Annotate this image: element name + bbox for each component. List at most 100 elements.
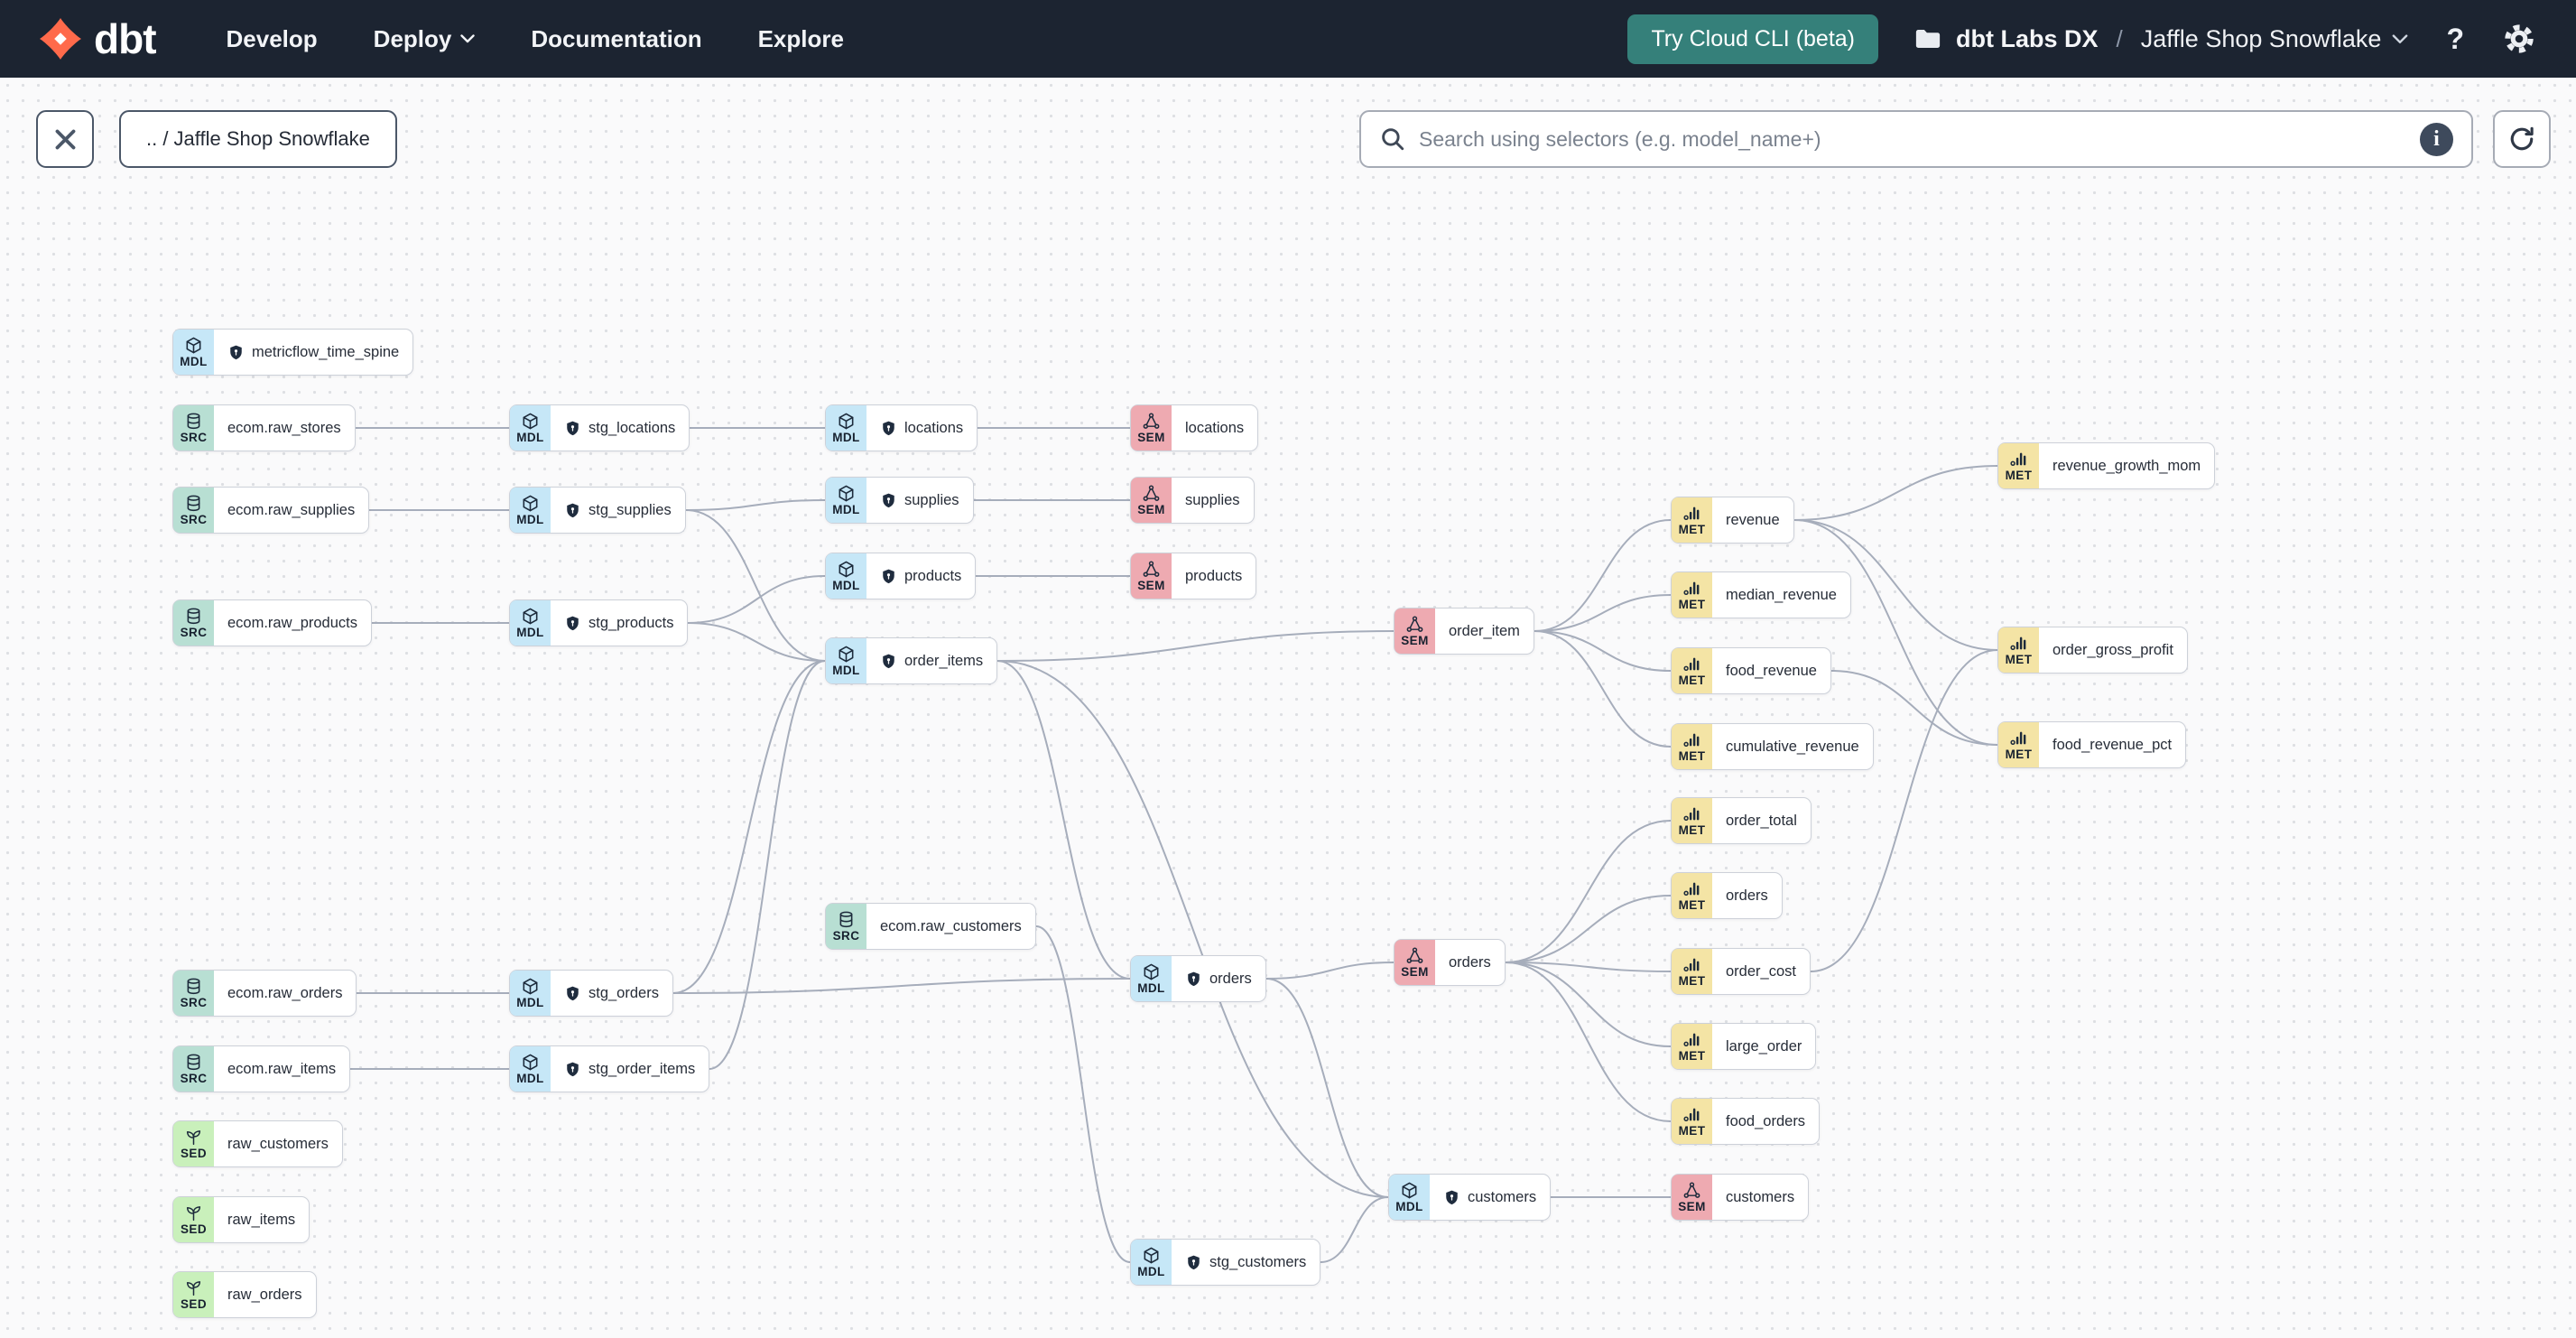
try-cloud-cli-button[interactable]: Try Cloud CLI (beta) <box>1627 14 1879 64</box>
menu-item-deploy[interactable]: Deploy <box>374 25 476 53</box>
edge-sem_order_item-to-met_cumulative_revenue <box>1534 630 1672 748</box>
edge-stg_products-to-mdl_products <box>687 575 826 624</box>
node-body: stg_locations <box>551 405 689 451</box>
node-met_cumulative_revenue[interactable]: MET cumulative_revenue <box>1671 723 1874 770</box>
node-type-label: MET <box>1678 898 1706 913</box>
src-type-badge: SRC <box>173 1046 214 1092</box>
node-met_food_revenue[interactable]: MET food_revenue <box>1671 647 1831 694</box>
menu-item-documentation[interactable]: Documentation <box>531 24 702 52</box>
menu-item-explore[interactable]: Explore <box>757 24 844 52</box>
node-label: cumulative_revenue <box>1726 738 1859 755</box>
settings-gear-icon[interactable] <box>2502 22 2536 56</box>
shield-icon <box>564 1061 581 1078</box>
refresh-button[interactable] <box>2493 110 2551 168</box>
edge-sem_orders-to-met_order_cost <box>1505 962 1672 972</box>
help-button[interactable]: ? <box>2446 22 2464 55</box>
node-type-label: SEM <box>1678 1200 1706 1214</box>
node-label: stg_supplies <box>588 501 672 518</box>
sed-type-badge: SED <box>173 1272 214 1317</box>
sed-icon <box>184 1128 203 1147</box>
edge-stg_customers-to-mdl_customers <box>1320 1196 1389 1263</box>
node-type-label: MET <box>2005 653 2033 667</box>
menu-item-develop[interactable]: Develop <box>226 24 318 52</box>
met-icon <box>1682 804 1701 823</box>
shield-icon <box>880 568 897 585</box>
node-body: food_revenue <box>1712 648 1830 693</box>
node-type-label: SRC <box>180 431 208 445</box>
node-type-label: SRC <box>180 996 208 1010</box>
node-type-label: MDL <box>832 431 860 445</box>
shield-icon <box>564 420 581 437</box>
edge-met_food_revenue-to-met_food_revenue_pct <box>1830 670 1998 746</box>
dbt-logo[interactable]: dbt <box>40 15 157 62</box>
account-switcher[interactable]: dbt Labs DX / Jaffle Shop Snowflake <box>1914 25 2408 53</box>
node-body: order_item <box>1435 609 1534 654</box>
node-label: food_orders <box>1726 1112 1806 1129</box>
met-type-badge: MET <box>1672 1024 1712 1069</box>
node-type-label: MET <box>1678 749 1706 764</box>
edge-stg_order_items-to-order_items <box>709 660 826 1070</box>
mdl-icon <box>837 412 856 431</box>
mdl-type-badge: MDL <box>510 971 551 1016</box>
close-button[interactable] <box>36 110 94 168</box>
brand-text: dbt <box>94 15 157 62</box>
node-type-label: SRC <box>180 513 208 527</box>
node-label: locations <box>1185 419 1245 436</box>
sem-icon <box>1682 1181 1701 1200</box>
shield-icon <box>1443 1189 1460 1206</box>
edge-stg_orders-to-mdl_orders <box>672 978 1131 994</box>
mdl-type-badge: MDL <box>173 330 214 375</box>
node-type-label: SED <box>181 1147 207 1161</box>
node-type-label: MDL <box>516 626 544 640</box>
info-icon[interactable]: i <box>2420 122 2453 156</box>
mdl-type-badge: MDL <box>510 600 551 646</box>
breadcrumb[interactable]: .. / Jaffle Shop Snowflake <box>119 110 397 168</box>
node-type-label: MET <box>1678 674 1706 688</box>
edge-stg_products-to-order_items <box>687 622 826 662</box>
node-type-label: MDL <box>516 513 544 527</box>
node-stg_supplies[interactable]: MDL stg_supplies <box>509 487 686 534</box>
mdl-icon <box>837 560 856 579</box>
edge-sem_order_item-to-met_median_revenue <box>1534 594 1672 632</box>
project-selector[interactable]: Jaffle Shop Snowflake <box>2141 25 2409 53</box>
search-input[interactable] <box>1419 126 2407 152</box>
